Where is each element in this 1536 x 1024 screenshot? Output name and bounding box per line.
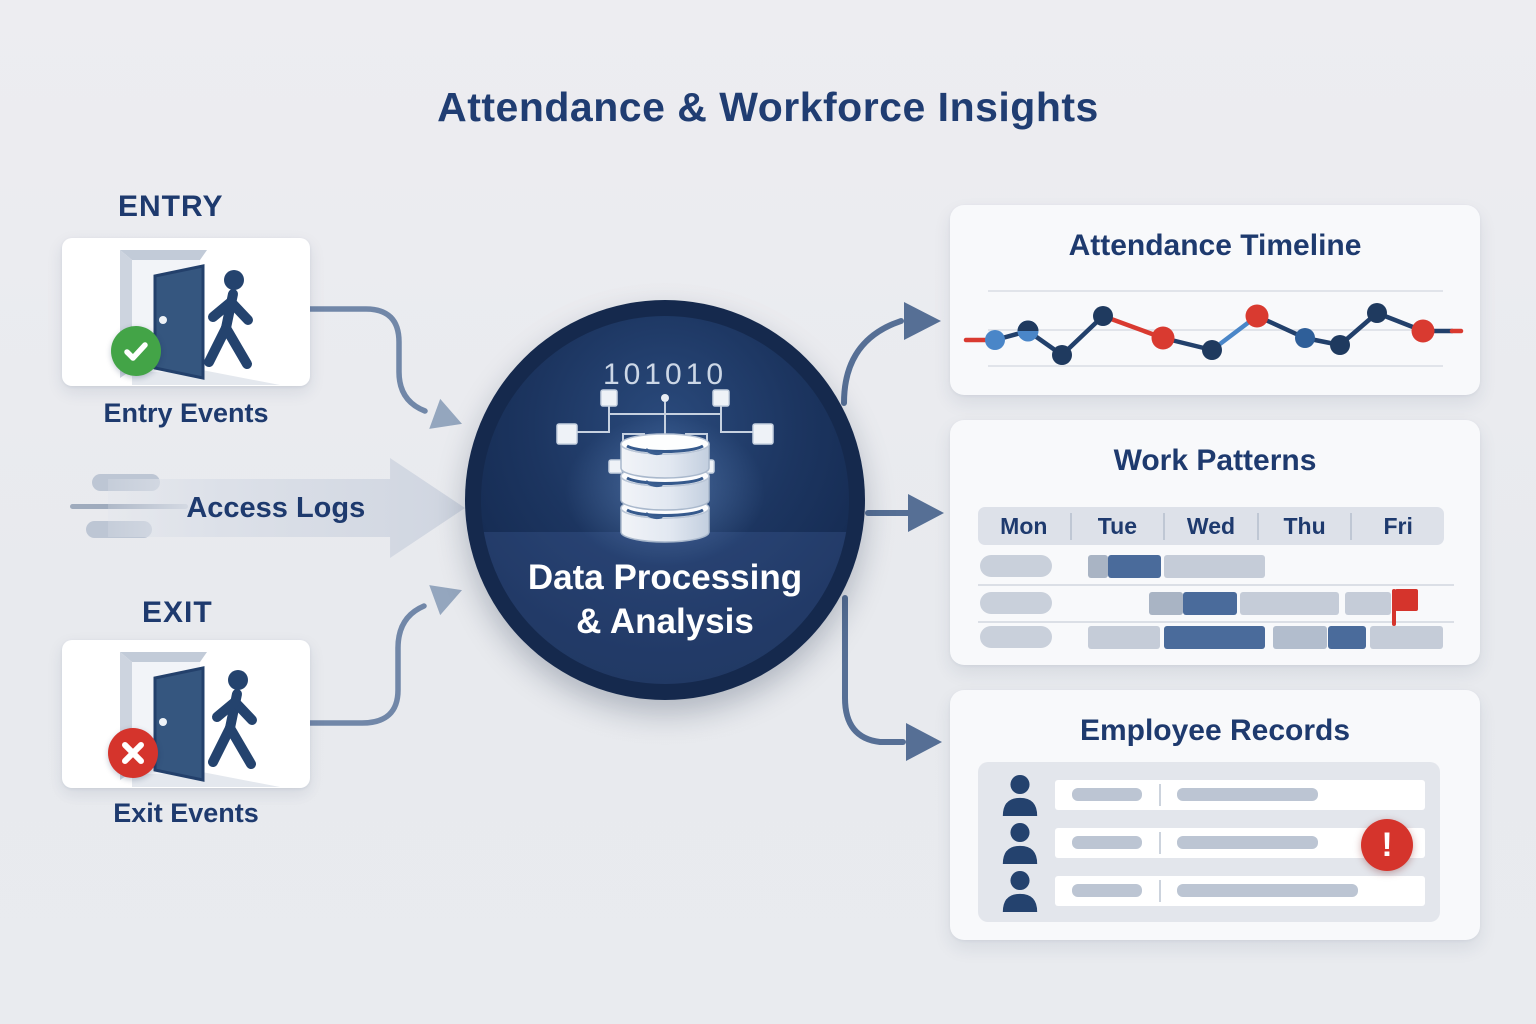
exit-arrowhead-icon	[429, 585, 462, 616]
exit-card	[62, 640, 310, 788]
record-field-pill	[1072, 884, 1142, 897]
person-icon	[1000, 870, 1040, 912]
records-arrowhead-icon	[906, 723, 942, 761]
timeline-point	[985, 330, 1005, 350]
entry-heading: ENTRY	[118, 190, 224, 223]
employee-pill	[980, 592, 1052, 614]
attendance-timeline-panel: Attendance Timeline	[950, 205, 1480, 395]
employee-pill	[980, 555, 1052, 577]
timeline-point	[1295, 328, 1315, 348]
record-divider	[1159, 784, 1161, 806]
timeline-point	[1245, 304, 1269, 328]
hub-label-line2: & Analysis	[576, 602, 754, 642]
entry-card	[62, 238, 310, 386]
record-divider	[1159, 880, 1161, 902]
exit-caption: Exit Events	[113, 798, 259, 828]
alert-icon: !	[1361, 819, 1413, 871]
day-label-fri: Fri	[1350, 512, 1444, 540]
timeline-title: Attendance Timeline	[1068, 229, 1362, 262]
hub-inner-circle: 101010	[481, 316, 849, 684]
flag-pole-icon	[1391, 589, 1396, 626]
pattern-segment-light	[1369, 626, 1444, 649]
timeline-point	[1093, 306, 1113, 326]
exit-heading: EXIT	[142, 596, 213, 629]
timeline-point	[1151, 326, 1175, 350]
pattern-segment-light	[1240, 592, 1339, 615]
database-icon	[620, 433, 710, 543]
timeline-arrowhead-icon	[904, 302, 941, 340]
access-logs-label: Access Logs	[186, 491, 366, 524]
timeline-point	[1411, 319, 1435, 343]
hub-label: Data Processing & Analysis	[481, 556, 849, 644]
pattern-segment-navy	[1108, 555, 1161, 578]
pattern-bar-row	[978, 626, 1444, 649]
person-icon	[1000, 774, 1040, 816]
exit-door-icon	[120, 652, 280, 787]
entry-caption: Entry Events	[103, 398, 269, 428]
employee-records-title: Employee Records	[1079, 714, 1351, 747]
pattern-segment-navy	[1327, 626, 1367, 649]
day-label-thu: Thu	[1256, 512, 1351, 540]
pattern-segment-navy	[1164, 626, 1265, 649]
record-divider	[1159, 832, 1161, 854]
employee-records-panel: Employee Records !	[950, 690, 1480, 940]
timeline-connector-line	[841, 318, 904, 406]
person-icon	[1000, 822, 1040, 864]
record-field-pill	[1072, 836, 1142, 849]
timeline-point	[1202, 340, 1222, 360]
hub-label-line1: Data Processing	[527, 558, 803, 597]
work-patterns-title: Work Patterns	[1113, 444, 1317, 477]
record-field-pill	[1177, 836, 1318, 849]
binary-text: 101010	[602, 358, 728, 391]
timeline-point	[1330, 335, 1350, 355]
processing-hub: 101010	[465, 300, 865, 700]
entry-connector-line	[307, 306, 428, 414]
row-separator	[978, 584, 1454, 586]
record-row	[1055, 780, 1425, 810]
timeline-point	[1052, 345, 1072, 365]
pattern-segment-gray	[1088, 555, 1109, 578]
record-field-pill	[1072, 788, 1142, 801]
day-label-tue: Tue	[1069, 512, 1164, 540]
day-label-wed: Wed	[1163, 512, 1257, 540]
flag-icon	[1394, 589, 1418, 611]
work-patterns-panel: Work Patterns Mon Tue Wed Thu Fri	[950, 420, 1480, 665]
pattern-bar-row	[978, 589, 1444, 626]
pattern-segment-light	[1344, 592, 1391, 615]
hub-lower-segment	[481, 532, 849, 684]
exit-x-icon	[108, 728, 158, 778]
record-field-pill	[1177, 884, 1358, 897]
entry-arrowhead-icon	[429, 398, 462, 429]
day-label-mon: Mon	[1000, 512, 1048, 539]
patterns-arrowhead-icon	[908, 494, 944, 532]
page-title: Attendance & Workforce Insights	[437, 84, 1099, 130]
exit-connector-line	[307, 603, 427, 726]
timeline-point	[1367, 303, 1387, 323]
records-connector-line	[842, 595, 906, 745]
pattern-segment-light	[1088, 626, 1160, 649]
pattern-segment-navy	[1182, 592, 1237, 615]
timeline-chart	[963, 290, 1464, 367]
pattern-segment-gray	[1148, 592, 1183, 615]
records-list: !	[978, 762, 1440, 922]
pattern-segment-mid	[1272, 626, 1328, 649]
day-header: Mon Tue Wed Thu Fri	[978, 507, 1444, 545]
row-separator	[978, 621, 1454, 623]
timeline-point-top	[1017, 320, 1039, 331]
pattern-segment-light	[1164, 555, 1265, 578]
pattern-bar-row	[978, 555, 1444, 578]
circuit-icon	[556, 389, 774, 474]
entry-door-icon	[120, 250, 280, 385]
entry-check-icon	[111, 326, 161, 376]
employee-pill	[980, 626, 1052, 648]
record-row	[1055, 876, 1425, 906]
record-field-pill	[1177, 788, 1318, 801]
